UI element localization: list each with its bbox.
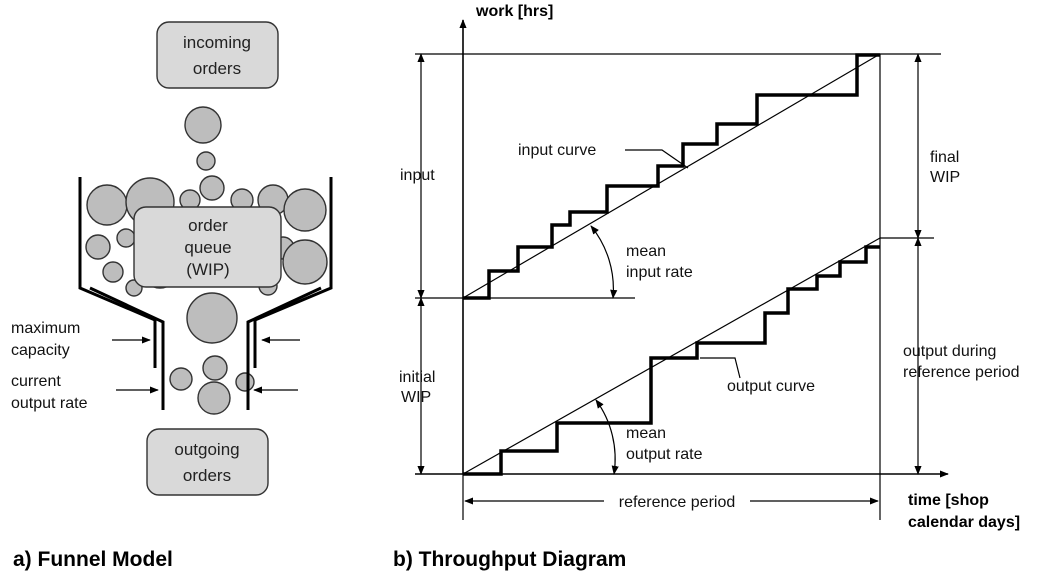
reference-period-label: reference period bbox=[619, 494, 736, 511]
funnel-right-wall bbox=[253, 177, 333, 368]
output-during-label-2: reference period bbox=[903, 364, 1020, 381]
throughput-diagram-caption: b) Throughput Diagram bbox=[393, 548, 626, 571]
current-output-label-1: current bbox=[11, 373, 61, 390]
incoming-orders-box bbox=[156, 21, 279, 89]
y-axis-label: work [hrs] bbox=[475, 3, 553, 20]
outgoing-orders-box bbox=[146, 428, 269, 496]
output-during-label-1: output during bbox=[903, 343, 996, 360]
order-ball bbox=[235, 372, 255, 392]
mean-input-rate-angle-arc bbox=[590, 225, 618, 299]
mean-input-rate-label-1: mean bbox=[626, 243, 666, 260]
outgoing-orders-label-1: outgoing bbox=[174, 440, 239, 459]
mean-output-rate-label-1: mean bbox=[626, 425, 666, 442]
mean-input-rate-line bbox=[462, 53, 881, 299]
order-ball bbox=[202, 355, 228, 381]
outgoing-orders-label-2: orders bbox=[183, 466, 231, 485]
initial-wip-label-1: initial bbox=[399, 369, 435, 386]
input-label: input bbox=[400, 167, 435, 184]
order-ball bbox=[184, 106, 222, 144]
mean-output-rate-line bbox=[462, 237, 881, 475]
max-capacity-label-2: capacity bbox=[11, 342, 70, 359]
max-capacity-label-1: maximum bbox=[11, 320, 80, 337]
funnel-left-wall-inner bbox=[89, 286, 165, 410]
order-queue-label-3: (WIP) bbox=[186, 260, 229, 279]
x-axis-label-2: calendar days] bbox=[908, 514, 1020, 531]
funnel-right-wall-inner bbox=[246, 286, 322, 410]
mean-input-rate-label-2: input rate bbox=[626, 264, 693, 281]
order-queue-label-1: order bbox=[188, 216, 228, 235]
funnel-left-wall bbox=[78, 177, 157, 368]
order-queue-label-2: queue bbox=[184, 238, 231, 257]
funnel-model: incoming orders order queue (WIP) bbox=[11, 21, 333, 571]
input-curve bbox=[463, 53, 880, 300]
reference-period-label-bg bbox=[604, 490, 750, 512]
initial-wip-label-2: WIP bbox=[401, 389, 431, 406]
order-ball bbox=[186, 292, 238, 344]
output-curve-label: output curve bbox=[727, 378, 815, 395]
funnel-model-caption: a) Funnel Model bbox=[13, 548, 173, 571]
mean-output-rate-label-2: output rate bbox=[626, 446, 703, 463]
output-curve bbox=[463, 245, 880, 476]
input-curve-label: input curve bbox=[518, 142, 596, 159]
output-curve-leader bbox=[700, 357, 741, 379]
order-ball bbox=[169, 367, 193, 391]
order-ball bbox=[197, 381, 231, 415]
final-wip-label-2: WIP bbox=[930, 169, 960, 186]
throughput-diagram: work [hrs] time [shop calendar days] inp… bbox=[393, 3, 1020, 571]
order-queue-box bbox=[133, 206, 282, 288]
x-axis-label-1: time [shop bbox=[908, 492, 989, 509]
final-wip-label-1: final bbox=[930, 149, 959, 166]
incoming-orders-label-1: incoming bbox=[183, 33, 251, 52]
order-ball bbox=[196, 151, 216, 171]
mean-output-rate-angle-arc bbox=[595, 399, 619, 475]
incoming-orders-label-2: orders bbox=[193, 59, 241, 78]
current-output-label-2: output rate bbox=[11, 395, 88, 412]
input-curve-leader bbox=[625, 149, 689, 169]
